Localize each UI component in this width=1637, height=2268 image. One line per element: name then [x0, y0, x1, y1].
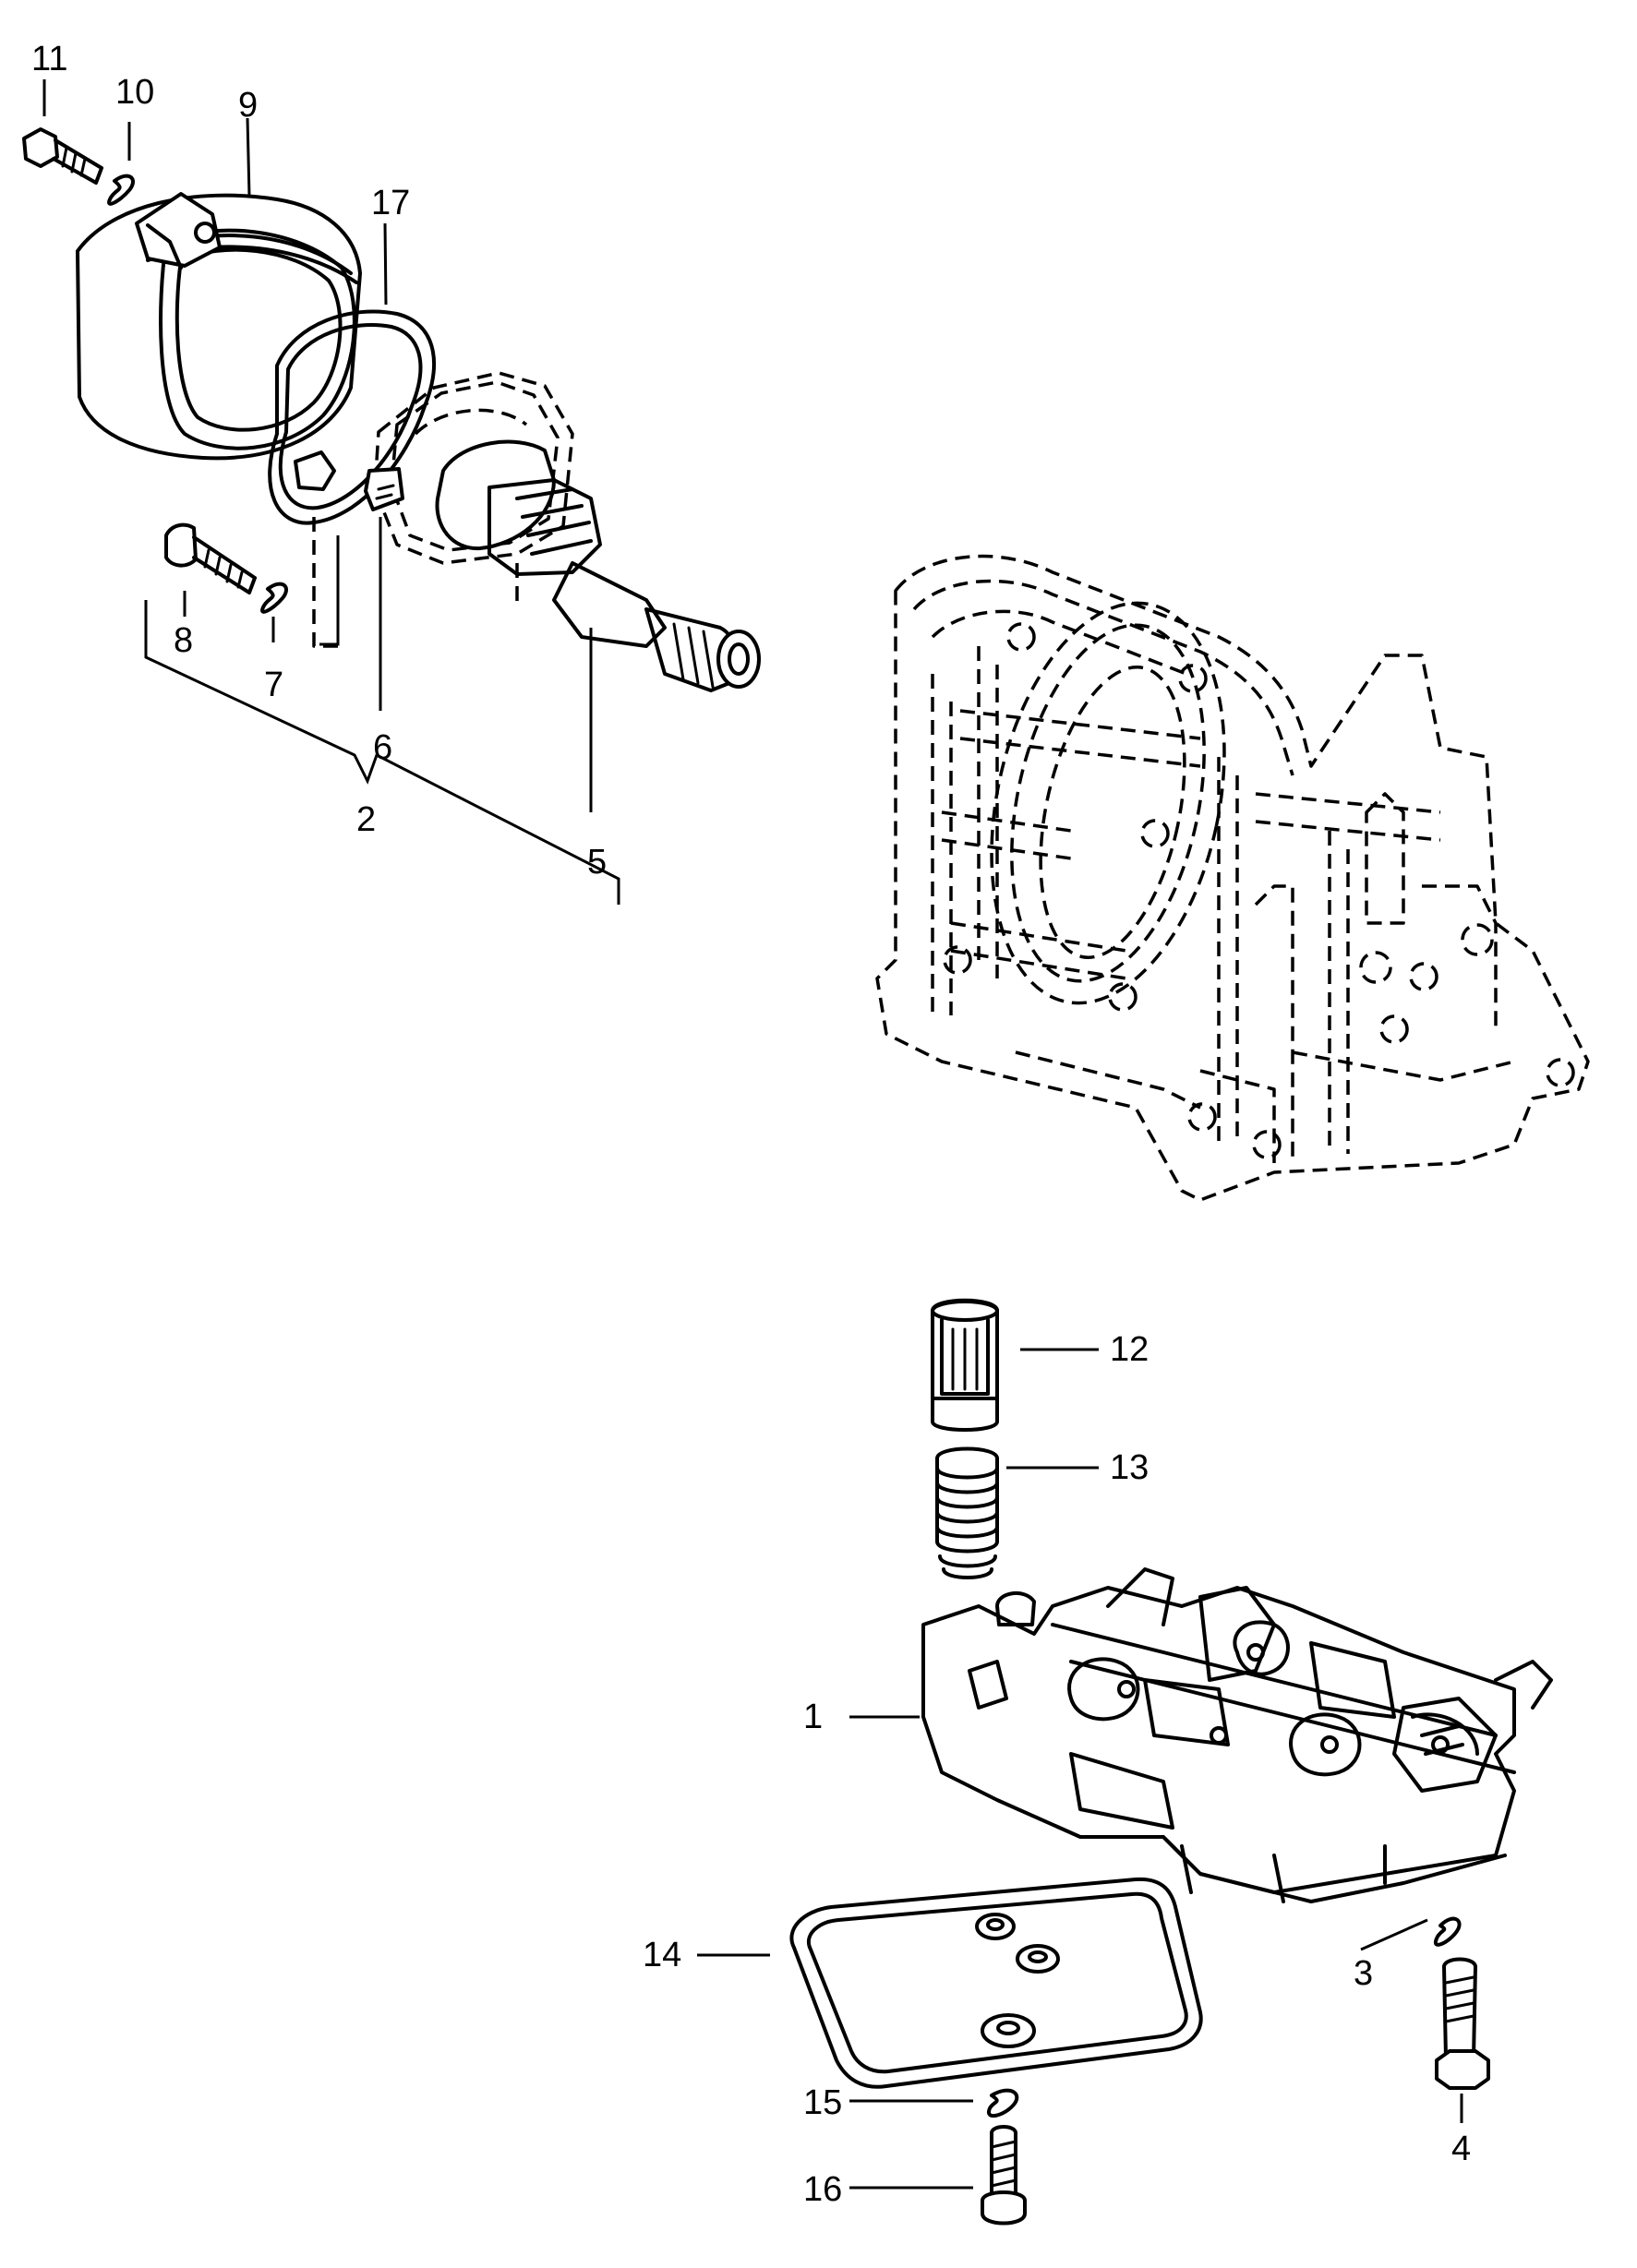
label-1: 1	[803, 1698, 823, 1736]
housing-9	[76, 192, 362, 461]
washer-15	[987, 2088, 1019, 2118]
valve-body-1	[921, 1567, 1553, 1903]
label-8: 8	[174, 621, 193, 660]
label-14: 14	[643, 1936, 681, 1974]
bolt-16	[981, 2125, 1027, 2226]
gasket-14	[789, 1877, 1203, 2089]
label-17: 17	[371, 184, 410, 222]
label-10: 10	[115, 73, 154, 112]
label-13: 13	[1110, 1448, 1149, 1487]
label-9: 9	[238, 86, 258, 125]
input-shaft-5	[435, 439, 761, 692]
label-11: 11	[31, 40, 67, 78]
gasket-ring-17	[268, 309, 436, 525]
washer-7	[260, 582, 288, 614]
label-3: 3	[1354, 1954, 1373, 1993]
label-2: 2	[356, 800, 376, 839]
case-outline-left	[312, 517, 519, 648]
label-7: 7	[264, 666, 283, 704]
key-6	[364, 467, 404, 511]
filter-12	[931, 1298, 999, 1432]
washer-3	[1433, 1916, 1462, 1947]
leaders-lower-right	[697, 1348, 1463, 2190]
bolt-4	[1435, 1957, 1490, 2090]
label-16: 16	[803, 2170, 842, 2209]
label-4: 4	[1451, 2130, 1471, 2168]
label-12: 12	[1110, 1330, 1149, 1369]
bolt-8	[164, 522, 257, 594]
transmission-case-dashed	[875, 554, 1590, 1202]
washer-10	[107, 174, 135, 206]
label-6: 6	[373, 728, 392, 767]
leaders-upper-left	[42, 79, 620, 905]
label-15: 15	[803, 2083, 842, 2122]
label-5: 5	[587, 843, 607, 882]
bolt-11	[22, 127, 103, 185]
spring-13	[935, 1446, 999, 1579]
